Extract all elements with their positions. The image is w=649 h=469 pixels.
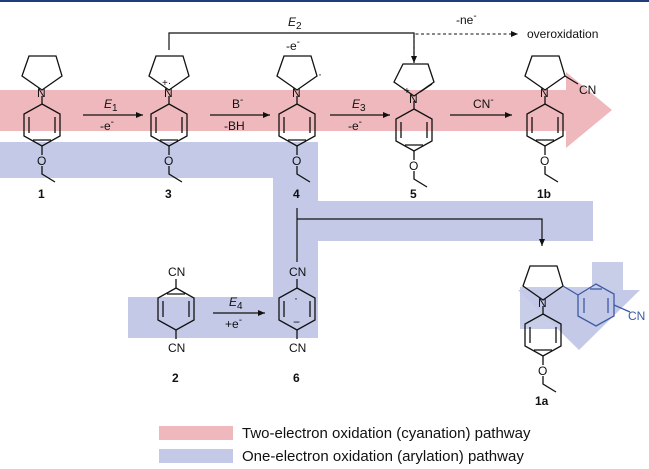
atom-o-1a: O xyxy=(538,364,547,378)
compound-label-4: 4 xyxy=(293,187,300,201)
step-base-label: B- xyxy=(232,95,243,111)
legend-swatch-cyanation xyxy=(159,426,233,440)
compound-label-2: 2 xyxy=(172,371,179,385)
atom-n-1: N xyxy=(37,86,46,100)
compound-1-structure xyxy=(21,55,63,183)
step-e4-below: +e- xyxy=(225,315,242,331)
cyano-top-6: CN xyxy=(289,265,306,279)
aryl-group-1a xyxy=(562,283,631,327)
arrow-coupling xyxy=(297,218,545,246)
step-e1-label: E1 xyxy=(104,97,118,114)
compound-1b-structure xyxy=(524,55,579,183)
atom-o-1b: O xyxy=(540,154,549,168)
compound-label-1a: 1a xyxy=(535,394,549,408)
compound-4-structure xyxy=(276,55,318,183)
compound-2-structure xyxy=(157,279,195,339)
step-e4-label: E4 xyxy=(229,295,243,312)
overoxidation-charge: -ne- xyxy=(456,11,477,27)
atom-o-3: O xyxy=(164,154,173,168)
compound-label-5: 5 xyxy=(410,187,417,201)
cyano-top-2: CN xyxy=(168,265,185,279)
overoxidation-label: overoxidation xyxy=(527,27,598,41)
radical-cation-mark: +· xyxy=(162,78,171,89)
compound-label-6: 6 xyxy=(293,371,300,385)
compound-6-structure xyxy=(278,279,316,339)
cyano-group-1a: CN xyxy=(628,309,645,323)
atom-o-4: O xyxy=(292,154,301,168)
cyano-bottom-6: CN xyxy=(289,341,306,355)
radical-mark-6: · xyxy=(294,291,298,305)
cyano-bottom-2: CN xyxy=(168,341,185,355)
cation-mark-5: + xyxy=(404,86,410,97)
compound-label-1: 1 xyxy=(38,187,45,201)
step-e2-label: E2 xyxy=(288,15,302,32)
legend-label-cyanation: Two-electron oxidation (cyanation) pathw… xyxy=(242,425,531,442)
compound-5-structure xyxy=(393,63,435,188)
anion-mark-6: − xyxy=(293,315,300,329)
atom-n-5: N xyxy=(409,92,418,106)
step-base-below: -BH xyxy=(224,119,245,133)
arylation-arrowhead-tip xyxy=(518,290,640,350)
cyano-group-1b: CN xyxy=(579,83,596,97)
legend-label-arylation: One-electron oxidation (arylation) pathw… xyxy=(242,448,524,465)
atom-o-5: O xyxy=(409,159,418,173)
radical-mark-4: · xyxy=(318,67,322,81)
compound-3-structure xyxy=(148,55,190,183)
compound-1a-structure xyxy=(522,265,564,393)
arrow-overoxidation xyxy=(413,31,518,60)
step-e3-below: -e- xyxy=(348,117,362,133)
compound-label-3: 3 xyxy=(165,187,172,201)
step-e3-label: E3 xyxy=(352,97,366,114)
atom-n-1a: N xyxy=(538,296,547,310)
legend-swatch-arylation xyxy=(159,449,233,463)
compound-label-1b: 1b xyxy=(537,187,551,201)
step-cyanide-label: CN- xyxy=(473,95,494,111)
step-e2-below: -e- xyxy=(286,37,300,53)
atom-n-3: N xyxy=(164,86,173,100)
atom-n-4: N xyxy=(292,86,301,100)
step-e1-below: -e- xyxy=(100,117,114,133)
atom-n-1b: N xyxy=(540,86,549,100)
top-rule xyxy=(0,0,649,2)
atom-o-1: O xyxy=(37,154,46,168)
cyanation-pathway-band xyxy=(0,72,612,148)
